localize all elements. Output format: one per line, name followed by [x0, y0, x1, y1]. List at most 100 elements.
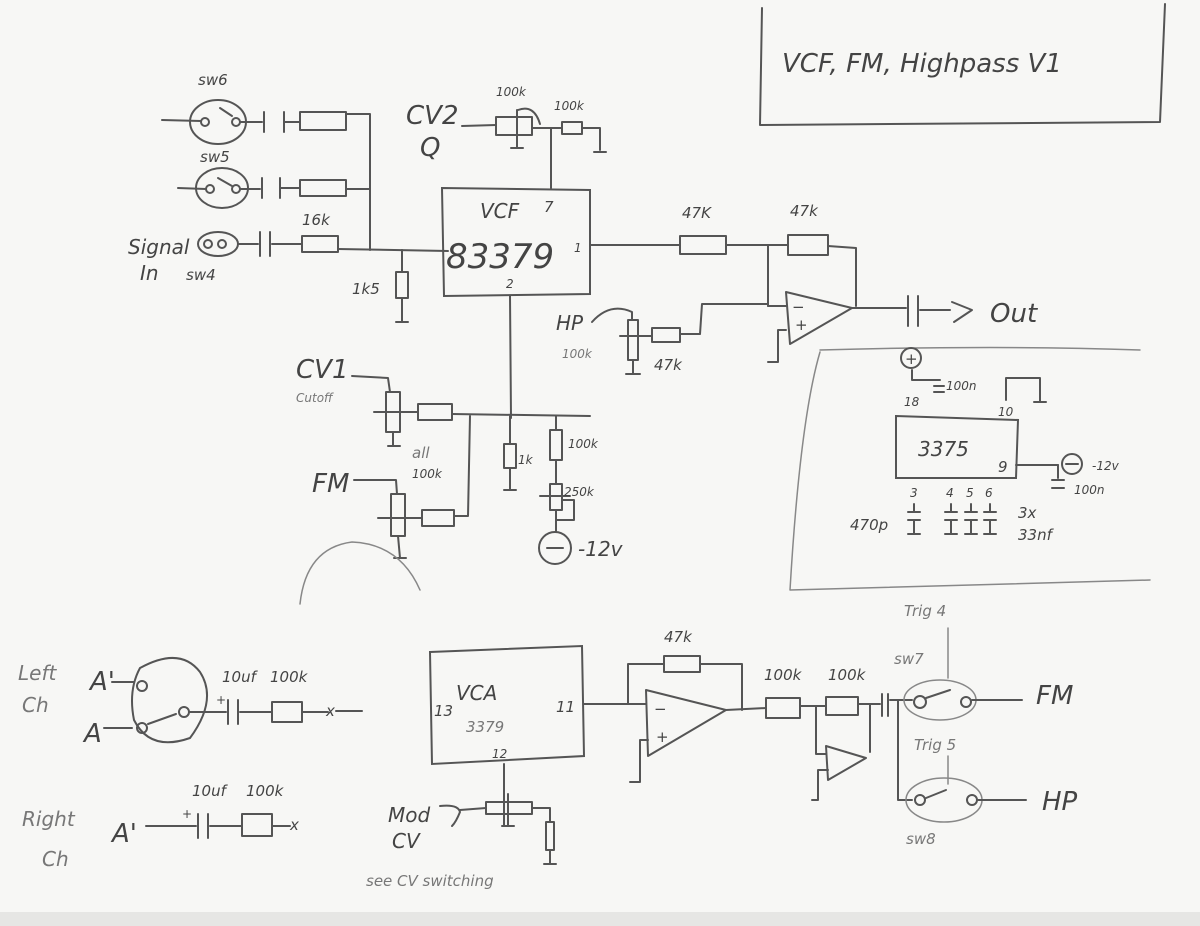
opamp-minus: − [654, 700, 667, 718]
hp-potentiometer [627, 319, 639, 361]
resistor-47k-fb [787, 234, 829, 256]
pin6-label: 6 [985, 486, 993, 500]
title-text: VCF, FM, Highpass V1 [782, 49, 1062, 79]
r-1k-label: 1k [518, 453, 534, 467]
vca-chip: VCA 3379 13 11 12 Mod CV see CV switchin… [366, 644, 586, 890]
fm-label: FM [312, 469, 349, 499]
sw4-terminal-b [217, 239, 227, 249]
sw5-terminal-b [231, 184, 241, 194]
wire [353, 479, 398, 495]
resistor-100k-left [271, 701, 303, 723]
vcf-chip-part: 83379 [446, 237, 554, 277]
out-label: Out [990, 299, 1038, 329]
vcf-output-stage: 47K 47k − + Out HP 100k 47k [556, 202, 1038, 375]
neg-supply-label: -12v [578, 537, 624, 561]
r-fb-label: 47k [790, 202, 819, 220]
r-a-label: 100k [764, 666, 803, 684]
vcf-chip-body [440, 186, 591, 298]
resistor-100k-a [765, 697, 801, 719]
power-box-frame [789, 351, 1151, 591]
output-arrow [951, 301, 973, 323]
r-left-label: 100k [270, 668, 309, 686]
sw7-lever [925, 689, 951, 699]
vca-left-channel: Left Ch A' A + 10uf 100k x [18, 656, 363, 749]
jack-lever [147, 713, 177, 725]
plus-sign: + [905, 350, 918, 368]
wire [161, 119, 202, 122]
ground-wire [767, 329, 787, 363]
q-control: CV2 Q 100k 100k [406, 85, 607, 189]
vcf-pin-7: 7 [544, 198, 554, 216]
sw4-label: sw4 [186, 266, 216, 284]
wire [827, 245, 857, 307]
r-fb-label: 47k [664, 628, 693, 646]
cv1-label: CV1 [296, 355, 348, 385]
wire [439, 804, 461, 827]
left-ch-label-2: Ch [22, 693, 49, 717]
fm-resistor [421, 509, 455, 527]
minus-supply-symbol [1061, 453, 1083, 475]
title-block: VCF, FM, Highpass V1 [759, 3, 1166, 126]
cap-single-label: 470p [850, 516, 888, 534]
wire [451, 413, 591, 417]
wire [397, 535, 401, 559]
q-label: Q [420, 133, 440, 163]
vca-right-channel: Right Ch A' + 10uf 100k x [22, 782, 299, 871]
wire [815, 705, 827, 755]
vca-pin-12: 12 [492, 747, 507, 761]
opamp-plus: + [795, 316, 808, 334]
vca-pin-13: 13 [434, 702, 453, 720]
wire [459, 807, 487, 811]
a-prime-right-label: A' [110, 819, 137, 849]
sw4-terminal-a [203, 239, 213, 249]
plus-supply-symbol [900, 347, 922, 369]
cap-470p [907, 503, 921, 535]
wire [509, 295, 512, 419]
pin5-label: 5 [966, 486, 974, 500]
sw6-lever [219, 107, 233, 117]
hp-resistor [651, 327, 681, 343]
resistor-47k-in [679, 235, 727, 255]
resistor-16k [301, 235, 339, 253]
cutoff-fm-section: CV1 Cutoff all 100k FM 1k 100k 250k [296, 355, 624, 605]
q-resistor [561, 121, 583, 135]
r-shunt-label: 1k5 [352, 280, 380, 298]
q-pot-label: 100k [496, 85, 527, 99]
left-jack-body [131, 656, 208, 744]
cutoff-label: Cutoff [296, 391, 334, 405]
cv2-label: CV2 [406, 101, 458, 131]
signal-input-sw4: Signal In sw4 16k 1k5 [128, 211, 449, 323]
opamp-plus: + [656, 728, 669, 746]
ground-wire [629, 739, 649, 783]
a-label: A [82, 719, 102, 749]
cap-33nf [983, 503, 997, 535]
out-fm-label: FM [1036, 681, 1073, 711]
filter-caps [907, 503, 997, 535]
pin10-label: 10 [998, 405, 1014, 419]
trig5-label: Trig 5 [914, 736, 956, 754]
cv-switching-note: see CV switching [366, 872, 494, 890]
sw7-terminal-b [960, 696, 972, 708]
sw5-lever [217, 177, 233, 187]
pot-link [517, 107, 541, 125]
resistor-1k [503, 443, 517, 469]
wire [581, 127, 601, 151]
power-box-top [819, 346, 1141, 351]
sw6-terminal-a [200, 117, 210, 127]
vca-chip-body [428, 644, 586, 766]
vcf-opamp [785, 291, 853, 345]
cap-left-label: 10uf [222, 668, 259, 686]
sw7-terminal-a [913, 695, 927, 709]
hp-res-label: 47k [654, 356, 683, 374]
sw8-body [905, 777, 983, 823]
sw7-label: sw7 [894, 650, 924, 668]
vcf-chip: VCF 7 83379 1 2 [440, 186, 591, 419]
pin3-label: 3 [910, 486, 918, 500]
sw6-label: sw6 [198, 71, 228, 89]
ground-wire [811, 769, 829, 801]
right-ch-label-2: Ch [42, 847, 69, 871]
x-marker: x [325, 702, 335, 720]
opamp-minus: − [792, 298, 805, 316]
wire [453, 415, 471, 517]
all-note-value: 100k [412, 467, 443, 481]
